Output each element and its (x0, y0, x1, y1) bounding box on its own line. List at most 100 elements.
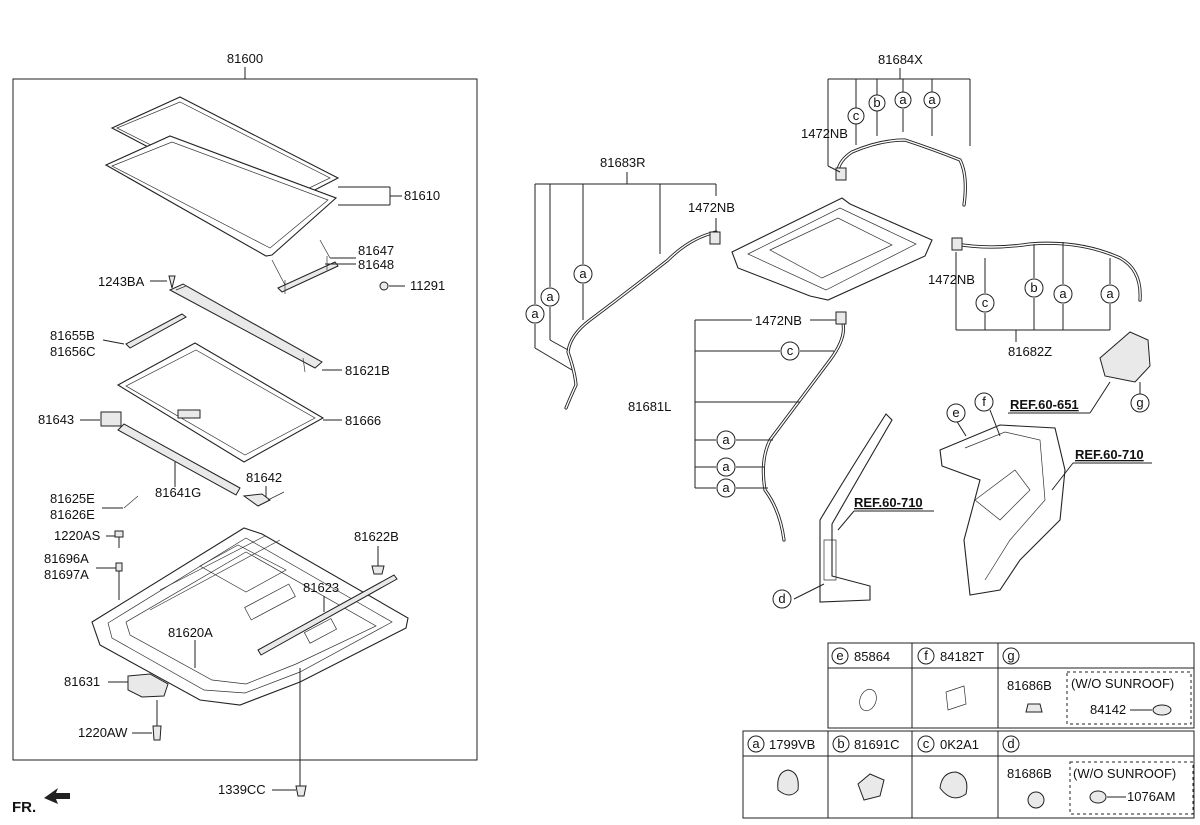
label-81696A: 81696A (44, 551, 89, 566)
svg-text:a: a (752, 736, 760, 751)
label-81647: 81647 (358, 243, 394, 258)
label-1472NB-lower: 1472NB (755, 313, 802, 328)
legend-c-part: 0K2A1 (940, 737, 979, 752)
label-81621B: 81621B (345, 363, 390, 378)
legend-cell-c: c 0K2A1 (917, 735, 979, 799)
callout-a-81682z-1: a (1053, 284, 1073, 304)
ref-60-710-right: REF.60-710 (1075, 447, 1144, 462)
callout-a-81683r-2: a (540, 287, 560, 307)
label-81622B: 81622B (354, 529, 399, 544)
svg-text:c: c (787, 343, 794, 358)
label-81610: 81610 (404, 188, 440, 203)
callout-c-81681l: c (780, 341, 800, 361)
svg-text:b: b (1030, 280, 1037, 295)
callout-a-81684x-2: a (923, 91, 941, 109)
svg-text:a: a (722, 432, 730, 447)
legend-g-alt-part: 84142 (1090, 702, 1126, 717)
label-11291: 11291 (410, 278, 445, 293)
roller-tube (117, 423, 241, 496)
label-81655B: 81655B (50, 328, 95, 343)
label-1243BA: 1243BA (98, 274, 145, 289)
label-1472NB-right: 1472NB (928, 272, 975, 287)
svg-text:a: a (899, 92, 907, 107)
callout-a-81681l-1: a (716, 430, 736, 450)
callout-a-81681l-2: a (716, 457, 736, 477)
nut-11291 (379, 281, 389, 291)
svg-text:d: d (778, 591, 785, 606)
ref-60-651: REF.60-651 (1010, 397, 1079, 412)
callout-a-81682z-2: a (1100, 284, 1120, 304)
quarter-panel-body (939, 424, 1066, 596)
legend-cell-g: g 81686B (W/O SUNROOF) 84142 (1002, 647, 1192, 725)
callout-e-quarter: e (946, 403, 966, 423)
legend-f-part: 84182T (940, 649, 984, 664)
bracket-ref-60-651 (1099, 331, 1151, 383)
grommet-81686b-icon (1025, 703, 1043, 713)
label-1339CC: 1339CC (218, 782, 266, 797)
plug-85864-icon (859, 688, 877, 712)
legend-e-part: 85864 (854, 649, 890, 664)
label-81642: 81642 (246, 470, 282, 485)
clip-81691c-icon (857, 773, 885, 801)
label-81600: 81600 (227, 51, 263, 66)
callout-b-81684x: b (868, 94, 886, 112)
label-81697A: 81697A (44, 567, 89, 582)
grommet-81686b-d-icon (1027, 791, 1045, 809)
callout-a-81683r-1: a (525, 304, 545, 324)
label-81631: 81631 (64, 674, 100, 689)
legend-b-part: 81691C (854, 737, 900, 752)
deflector-arm (125, 313, 187, 349)
svg-text:c: c (853, 108, 860, 123)
svg-text:g: g (1007, 648, 1014, 663)
callout-d-pillar: d (772, 589, 792, 609)
svg-text:e: e (952, 405, 959, 420)
svg-text:d: d (1007, 736, 1014, 751)
label-81641G: 81641G (155, 485, 201, 500)
legend-d-alt-part: 1076AM (1127, 789, 1175, 804)
svg-text:a: a (722, 459, 730, 474)
callout-f-quarter: f (974, 392, 994, 412)
bolt-1220aw (152, 725, 162, 741)
legend-g-note: (W/O SUNROOF) (1071, 676, 1174, 691)
label-1472NB-top: 1472NB (801, 126, 848, 141)
glass-bracket (277, 256, 339, 294)
plug-1076am-icon (1089, 790, 1107, 804)
callout-c-81682z: c (975, 293, 995, 313)
clip-0k2a1-icon (939, 771, 968, 799)
sunshade-panel (116, 342, 325, 463)
a-pillar-body (819, 413, 893, 603)
sunroof-assembly-group: 81600 81610 81647 81648 1243BA (12, 51, 478, 761)
front-arrow-icon (44, 788, 70, 804)
callout-a-81683r-3: a (573, 264, 593, 284)
svg-text:a: a (928, 92, 936, 107)
ref-60-710-left: REF.60-710 (854, 495, 923, 510)
callout-c-81684x: c (847, 107, 865, 125)
legend-g-part: 81686B (1007, 678, 1052, 693)
fastener-legend-table: e 85864 f 84182T g 81686B (W/O SUNROOF) … (742, 642, 1195, 819)
legend-a-part: 1799VB (769, 737, 815, 752)
svg-text:f: f (982, 394, 986, 409)
svg-text:a: a (722, 480, 730, 495)
pad-84182t-icon (945, 685, 967, 711)
bolt-1220as (114, 530, 124, 538)
grommet-1339cc (295, 785, 307, 797)
plug-84142-icon (1152, 704, 1172, 716)
label-81648: 81648 (358, 257, 394, 272)
roller-end-cap (100, 411, 122, 427)
svg-text:c: c (982, 295, 989, 310)
label-81684X: 81684X (878, 52, 923, 67)
clip-81622b (371, 565, 385, 575)
callout-b-81682z: b (1024, 278, 1044, 298)
drain-hose-81683r (564, 230, 718, 410)
svg-text:f: f (924, 648, 928, 663)
label-1472NB-left: 1472NB (688, 200, 735, 215)
sunroof-frame-small (731, 197, 933, 301)
svg-text:a: a (1059, 286, 1067, 301)
svg-text:e: e (836, 648, 843, 663)
sunroof-motor (127, 673, 169, 698)
legend-d-note: (W/O SUNROOF) (1073, 766, 1176, 781)
label-81682Z: 81682Z (1008, 344, 1052, 359)
label-81683R: 81683R (600, 155, 646, 170)
svg-text:a: a (1106, 286, 1114, 301)
svg-text:c: c (923, 736, 930, 751)
